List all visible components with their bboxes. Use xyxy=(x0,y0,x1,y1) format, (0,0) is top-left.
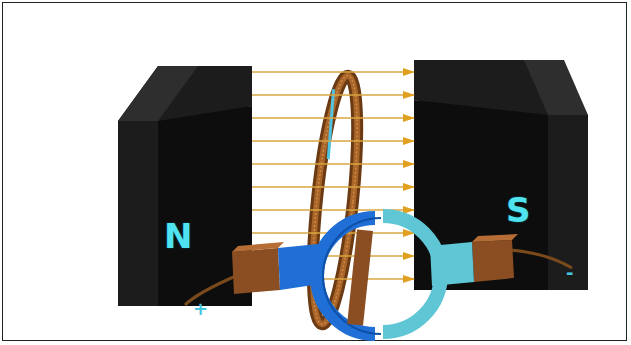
field-line xyxy=(252,94,414,96)
polarity-sign: - xyxy=(566,262,573,283)
split-ring xyxy=(383,216,441,332)
magnet-shape xyxy=(118,66,252,306)
field-line xyxy=(252,186,414,188)
brush xyxy=(472,240,514,282)
brush xyxy=(232,248,280,294)
north-magnet: N xyxy=(118,66,252,306)
field-line xyxy=(252,117,414,119)
field-line xyxy=(252,163,414,165)
pole-letter: S xyxy=(506,190,531,230)
pole-letter: N xyxy=(164,216,192,256)
field-line xyxy=(252,140,414,142)
field-line xyxy=(252,71,414,73)
split-ring xyxy=(317,218,375,334)
polarity-sign: + xyxy=(193,298,208,319)
coil-lead xyxy=(347,229,373,325)
